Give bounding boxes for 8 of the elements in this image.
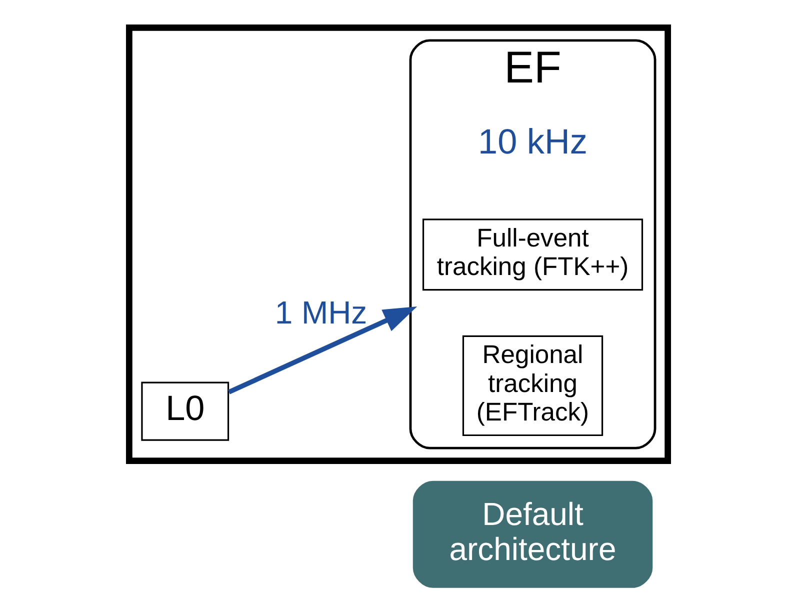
node-box: Full-event tracking (FTK++): [422, 218, 644, 291]
node-box: Regional tracking (EFTrack): [462, 335, 604, 436]
cluster: [126, 24, 672, 464]
edge-label: 1 MHz: [274, 294, 368, 330]
node-box: L0: [141, 382, 230, 441]
node-box: Default architecture: [412, 480, 653, 588]
node-label: 10 kHz: [478, 122, 588, 162]
arrow: [228, 306, 418, 394]
